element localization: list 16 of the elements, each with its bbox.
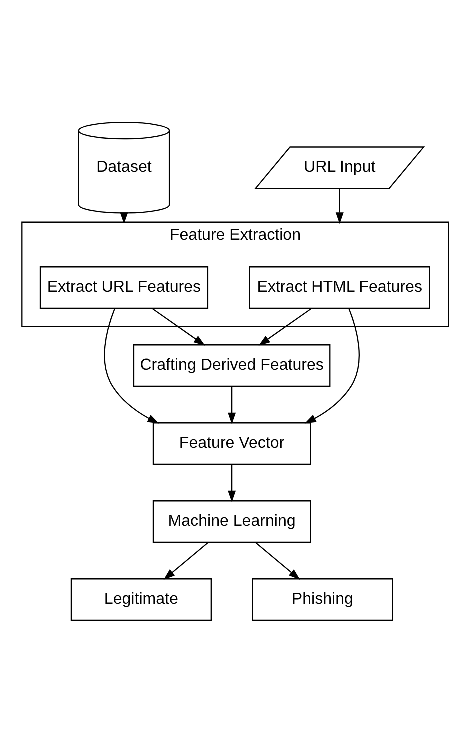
arrow — [152, 308, 206, 346]
node-box: Legitimate — [70, 578, 212, 620]
arrow — [104, 308, 160, 424]
node-box: Phishing — [252, 578, 394, 620]
arrow — [228, 464, 236, 502]
arrow — [336, 188, 344, 224]
arrow — [258, 308, 312, 346]
node-box: Extract URL Features — [40, 266, 209, 308]
node-box: Feature Vector — [152, 422, 312, 464]
arrow — [256, 542, 300, 580]
node-box: Crafting Derived Features — [133, 344, 331, 386]
node-box: Machine Learning — [152, 500, 312, 542]
node-box: Extract HTML Features — [249, 266, 430, 308]
arrow — [164, 542, 209, 580]
arrow — [228, 386, 236, 424]
arrow — [304, 308, 360, 424]
